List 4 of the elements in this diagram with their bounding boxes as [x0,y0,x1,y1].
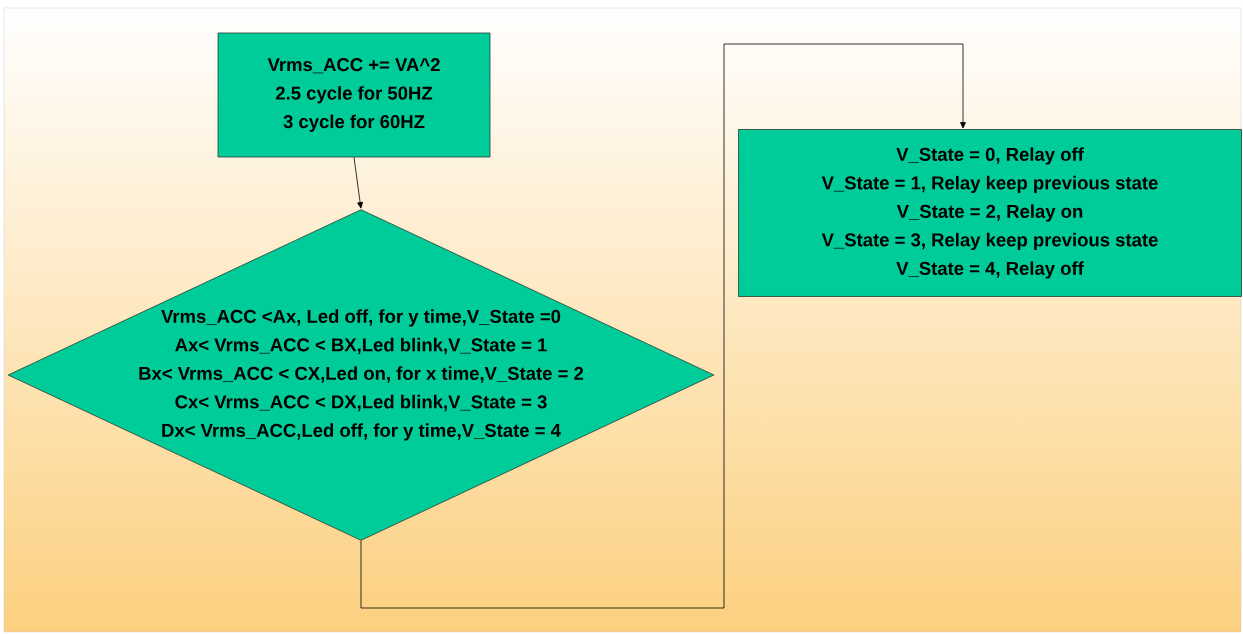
process-box: V_State = 0, Relay off V_State = 1, Relay keep previous state V_State = 2, Relay on V_State = 3, Relay keep previous state V_State = 4, Relay off [738,129,1242,297]
arrow [360,43,966,609]
arrow [353,157,363,209]
process-box: Vrms_ACC += VA^2 2.5 cycle for 50HZ 3 cycle for 60HZ [217,32,491,158]
